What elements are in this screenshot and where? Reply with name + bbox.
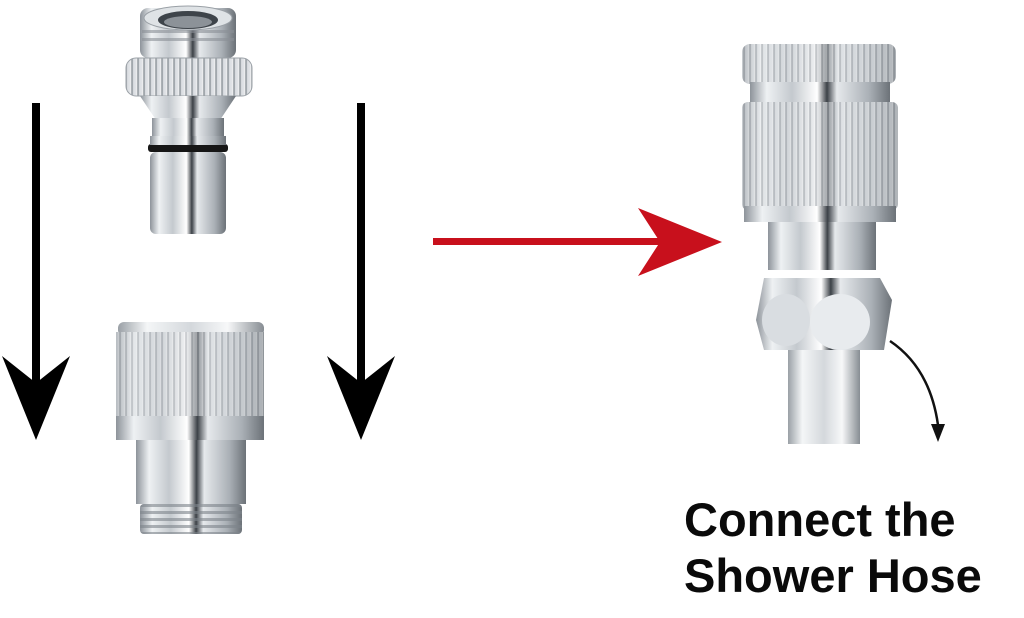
curved-hose-arrow [889,339,945,442]
bottom-connector-part [116,322,264,534]
assembled-connector-part [742,44,898,444]
red-right-arrow [433,208,722,276]
top-adapter-part [125,5,253,234]
left-down-arrow [2,103,70,440]
caption-line-2: Shower Hose [684,549,982,602]
caption-line-1: Connect the [684,493,956,546]
instruction-caption: Connect the Shower Hose [684,492,1024,604]
right-down-arrow [327,103,395,440]
